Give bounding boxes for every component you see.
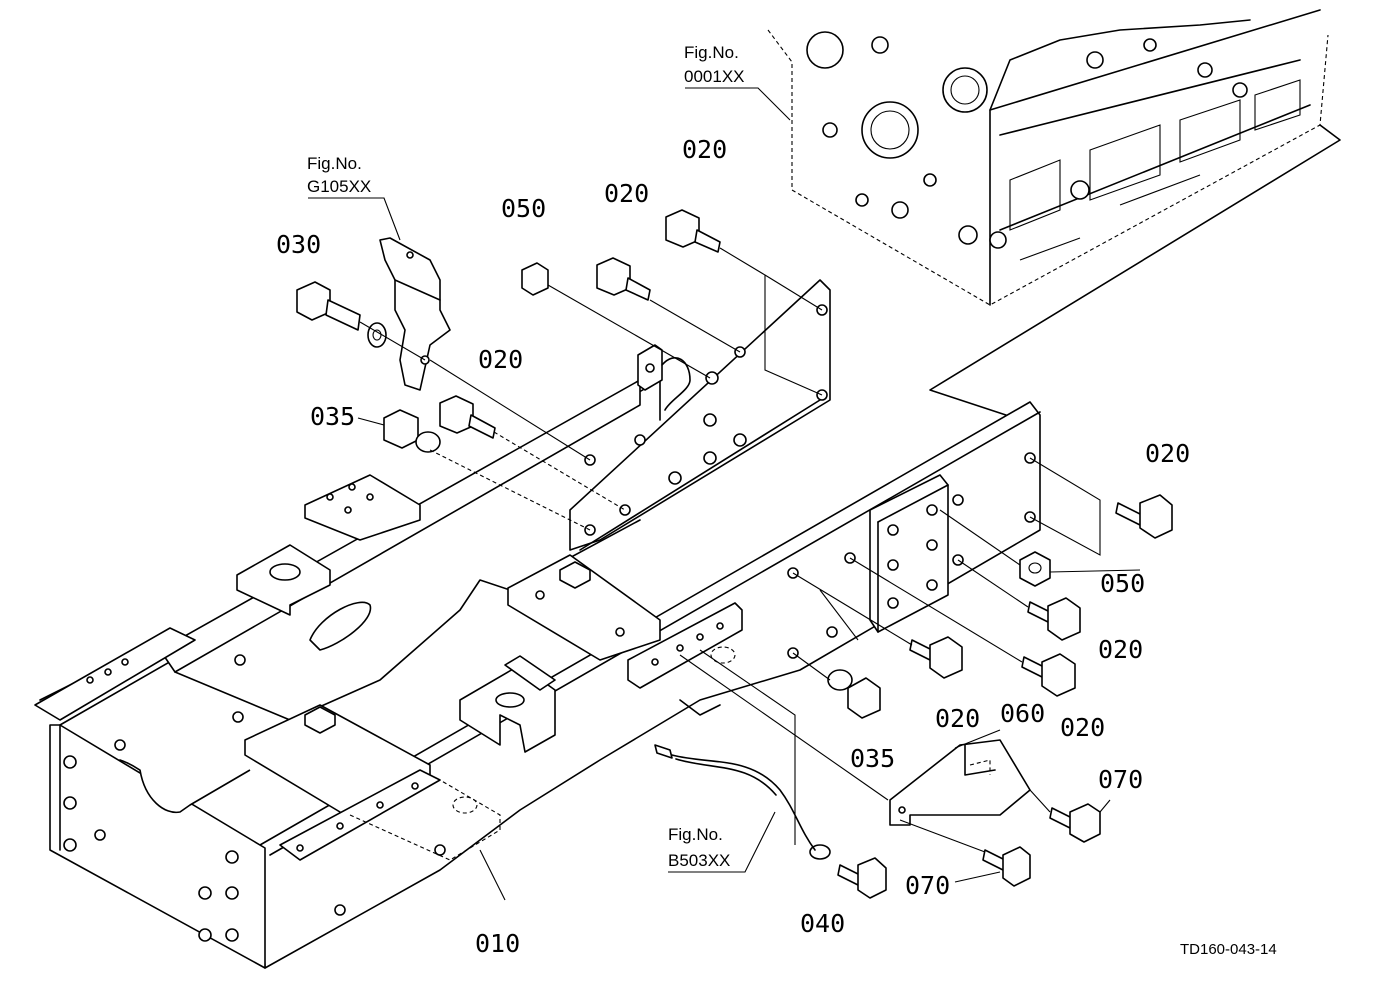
bolt-020-left-mid	[439, 395, 496, 439]
part-label-020[interactable]: 020	[604, 179, 649, 208]
part-label-035[interactable]: 035	[850, 744, 895, 773]
nut-050-top	[521, 262, 549, 296]
leader-lines	[308, 87, 1141, 901]
figure-refs: Fig.No. 0001XX Fig.No. G105XX Fig.No. B5…	[307, 43, 745, 870]
bolt-030	[296, 281, 387, 348]
bolt-035-lower	[827, 669, 881, 719]
bolt-035-left	[383, 409, 441, 453]
cross-members	[236, 474, 743, 861]
part-label-070[interactable]: 070	[905, 871, 950, 900]
part-label-030[interactable]: 030	[276, 230, 321, 259]
part-label-020[interactable]: 020	[1098, 635, 1143, 664]
bracket-060	[889, 739, 1031, 826]
bolt-020-right-top	[1115, 494, 1173, 539]
drawing-code: TD160-043-14	[1180, 941, 1277, 958]
part-label-020[interactable]: 020	[478, 345, 523, 374]
part-label-020[interactable]: 020	[682, 135, 727, 164]
part-label-050[interactable]: 050	[1100, 569, 1145, 598]
part-label-070[interactable]: 070	[1098, 765, 1143, 794]
wire-harness	[654, 744, 816, 851]
fig-ref-harness-line1[interactable]: Fig.No.	[668, 825, 723, 844]
part-label-035[interactable]: 035	[310, 402, 355, 431]
bolt-020-center-right	[909, 636, 963, 679]
engine-block	[767, 9, 1341, 419]
fig-ref-engine-line1[interactable]: Fig.No.	[684, 43, 739, 62]
bolt-040	[809, 844, 887, 899]
bracket-g105xx	[379, 237, 451, 391]
part-label-040[interactable]: 040	[800, 909, 845, 938]
assembly-lines	[359, 247, 1101, 853]
nut-050-right	[1019, 551, 1051, 587]
bolt-070-lower	[982, 846, 1031, 887]
part-labels: 010 020 020 020 020 020 020 020 020 030 …	[276, 135, 1190, 958]
bolt-020-right-mid	[1027, 597, 1081, 641]
fig-ref-harness-line2[interactable]: B503XX	[668, 851, 730, 870]
part-label-020[interactable]: 020	[1060, 713, 1105, 742]
part-label-020[interactable]: 020	[1145, 439, 1190, 468]
bolt-020-top-mid	[596, 257, 651, 301]
fig-ref-engine-line2[interactable]: 0001XX	[684, 67, 745, 86]
part-label-020[interactable]: 020	[935, 704, 980, 733]
part-label-010[interactable]: 010	[475, 929, 520, 958]
bolt-070-upper	[1049, 803, 1101, 843]
fig-ref-bracket-line2[interactable]: G105XX	[307, 177, 371, 196]
bolt-020-lower-right	[1021, 653, 1076, 697]
fasteners	[296, 209, 1173, 899]
main-frame	[34, 279, 1041, 969]
fig-ref-bracket-line1[interactable]: Fig.No.	[307, 154, 362, 173]
part-label-050[interactable]: 050	[501, 194, 546, 223]
bolt-020-top-right	[665, 209, 721, 253]
part-label-060[interactable]: 060	[1000, 699, 1045, 728]
